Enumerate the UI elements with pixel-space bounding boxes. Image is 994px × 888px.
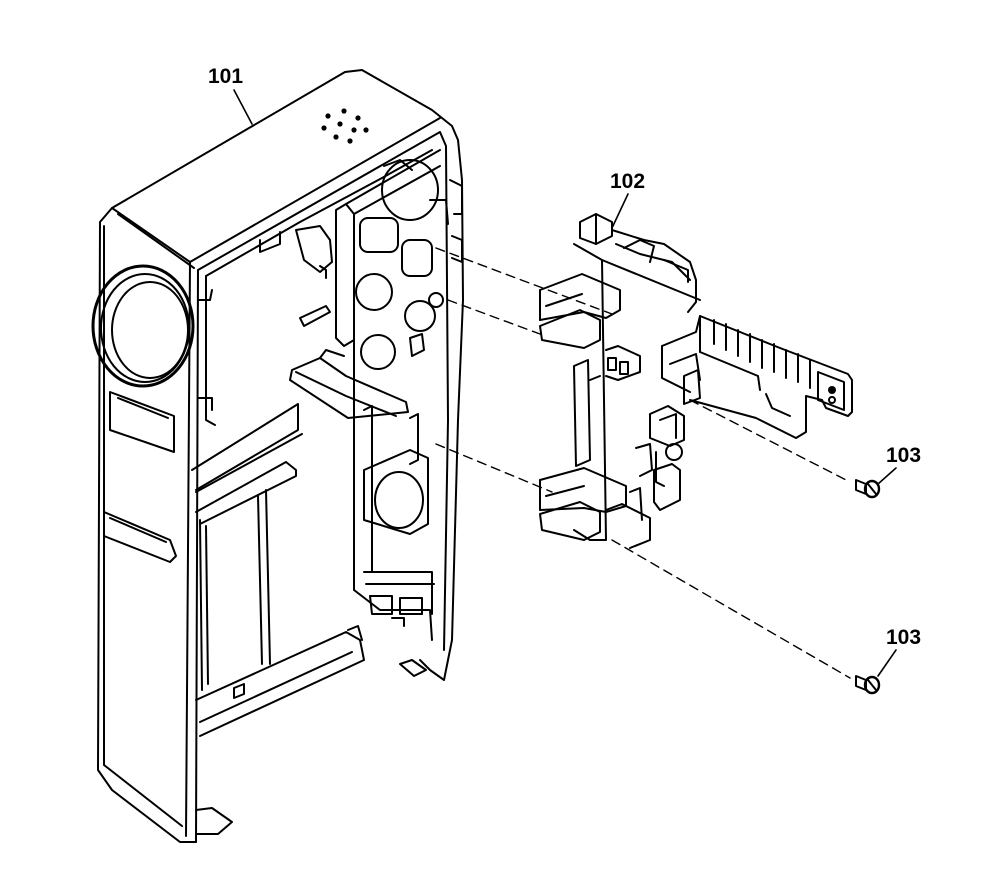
- part-101-housing: [93, 70, 463, 842]
- assembly-guide-lines: [436, 248, 850, 678]
- speaker-holes: [321, 108, 369, 144]
- flex-cable: [662, 316, 852, 438]
- callout-label-103-upper: 103: [886, 444, 922, 467]
- part-102-board: [540, 194, 852, 548]
- callout-label-102: 102: [610, 170, 646, 193]
- lens-ring: [93, 266, 193, 386]
- part-103-screw-upper: [856, 468, 896, 497]
- callout-label-103-lower: 103: [886, 626, 922, 649]
- callout-label-101: 101: [208, 65, 244, 88]
- part-103-screw-lower: [856, 650, 896, 693]
